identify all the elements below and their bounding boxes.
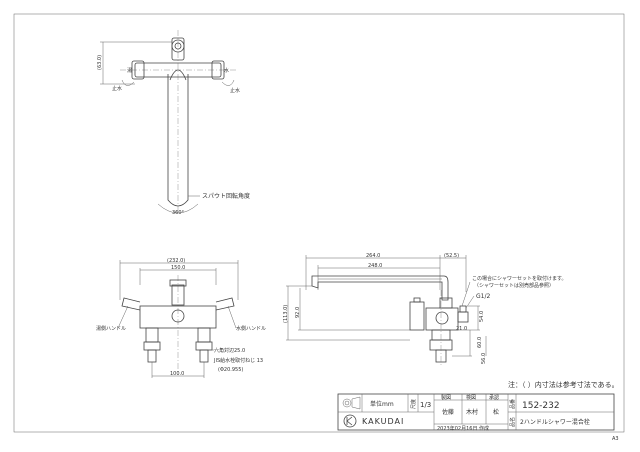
dim-150: 150.0 [171, 265, 185, 271]
dim-232: (232.0) [167, 258, 185, 264]
sheet-border [13, 13, 625, 433]
part-no-label: 品番 [509, 399, 516, 409]
created-date: 2023年02月16日 作成 [437, 425, 489, 432]
check-name: 木村 [466, 408, 478, 416]
dim-54: 54.0 [479, 311, 485, 322]
dim-56: 56.0 [481, 353, 487, 364]
dim-264: 264.0 [366, 253, 380, 259]
top-view: (63.0) 湯 水 止水 止水 スパウト回転角度 360° [97, 30, 250, 216]
sheet-code: A3 [612, 436, 619, 442]
label-hot: 湯 [127, 67, 132, 74]
nut-size-label: 六角対辺25.0 [214, 347, 245, 354]
handle-left-label: 湯側ハンドル [96, 325, 126, 332]
label-stop-right: 止水 [230, 87, 240, 94]
product-name: 2ハンドルシャワー混合栓 [520, 418, 590, 426]
rotation-angle: 360° [172, 210, 185, 216]
drawn-label: 製図 [441, 394, 451, 401]
shower-note-1: この場合にシャワーセットを取付けます。 [472, 275, 567, 282]
dim-248: 248.0 [368, 263, 382, 269]
dim-60: 60.0 [477, 337, 483, 348]
pipe-dia-label: (Φ20.955) [218, 367, 243, 373]
g12-label: G1/2 [476, 293, 490, 300]
handle-right-label: 水側ハンドル [236, 325, 266, 332]
dim-113: (113.0) [283, 305, 289, 323]
side-view: 264.0 (52.5) 248.0 (113.0) 92.0 [283, 253, 567, 366]
projection-symbol-icon [342, 396, 361, 410]
title-block: 単位mm 尺度 1/3 製図 検図 承認 佐藤 木村 松 品番 152-232 … [337, 393, 615, 432]
drawn-name: 佐藤 [442, 408, 454, 416]
dim-21: 21.0 [456, 326, 467, 332]
spout-rotation-label: スパウト回転角度 [202, 192, 250, 200]
unit-label: 単位mm [370, 400, 394, 408]
dim-92: 92.0 [295, 307, 301, 318]
label-stop-left: 止水 [112, 85, 122, 92]
dim-100: 100.0 [170, 371, 184, 377]
dim-63: (63.0) [97, 55, 103, 70]
part-number: 152-232 [522, 401, 560, 411]
approve-label: 承認 [489, 394, 499, 401]
name-label: 品名 [509, 417, 516, 427]
scale-value: 1/3 [420, 401, 431, 409]
front-view: (232.0) 150.0 湯側ハンドル 水側ハンドル 六角対辺25.0 JIS… [96, 258, 266, 378]
brand-name: KAKUDAI [362, 417, 404, 426]
approve-name: 松 [493, 408, 499, 416]
scale-label: 尺度 [410, 399, 417, 409]
thread-label: JIS給水栓取付ねじ 13 [213, 357, 263, 364]
kakudai-logo-icon [343, 414, 357, 428]
shower-note-2: （シャワーセットは別売部品参照） [474, 282, 554, 289]
dim-52: (52.5) [444, 253, 459, 259]
label-cold: 水 [224, 67, 229, 74]
check-label: 検図 [466, 394, 476, 401]
footnote: 注：（ ）内寸法は参考寸法である。 [508, 380, 619, 389]
